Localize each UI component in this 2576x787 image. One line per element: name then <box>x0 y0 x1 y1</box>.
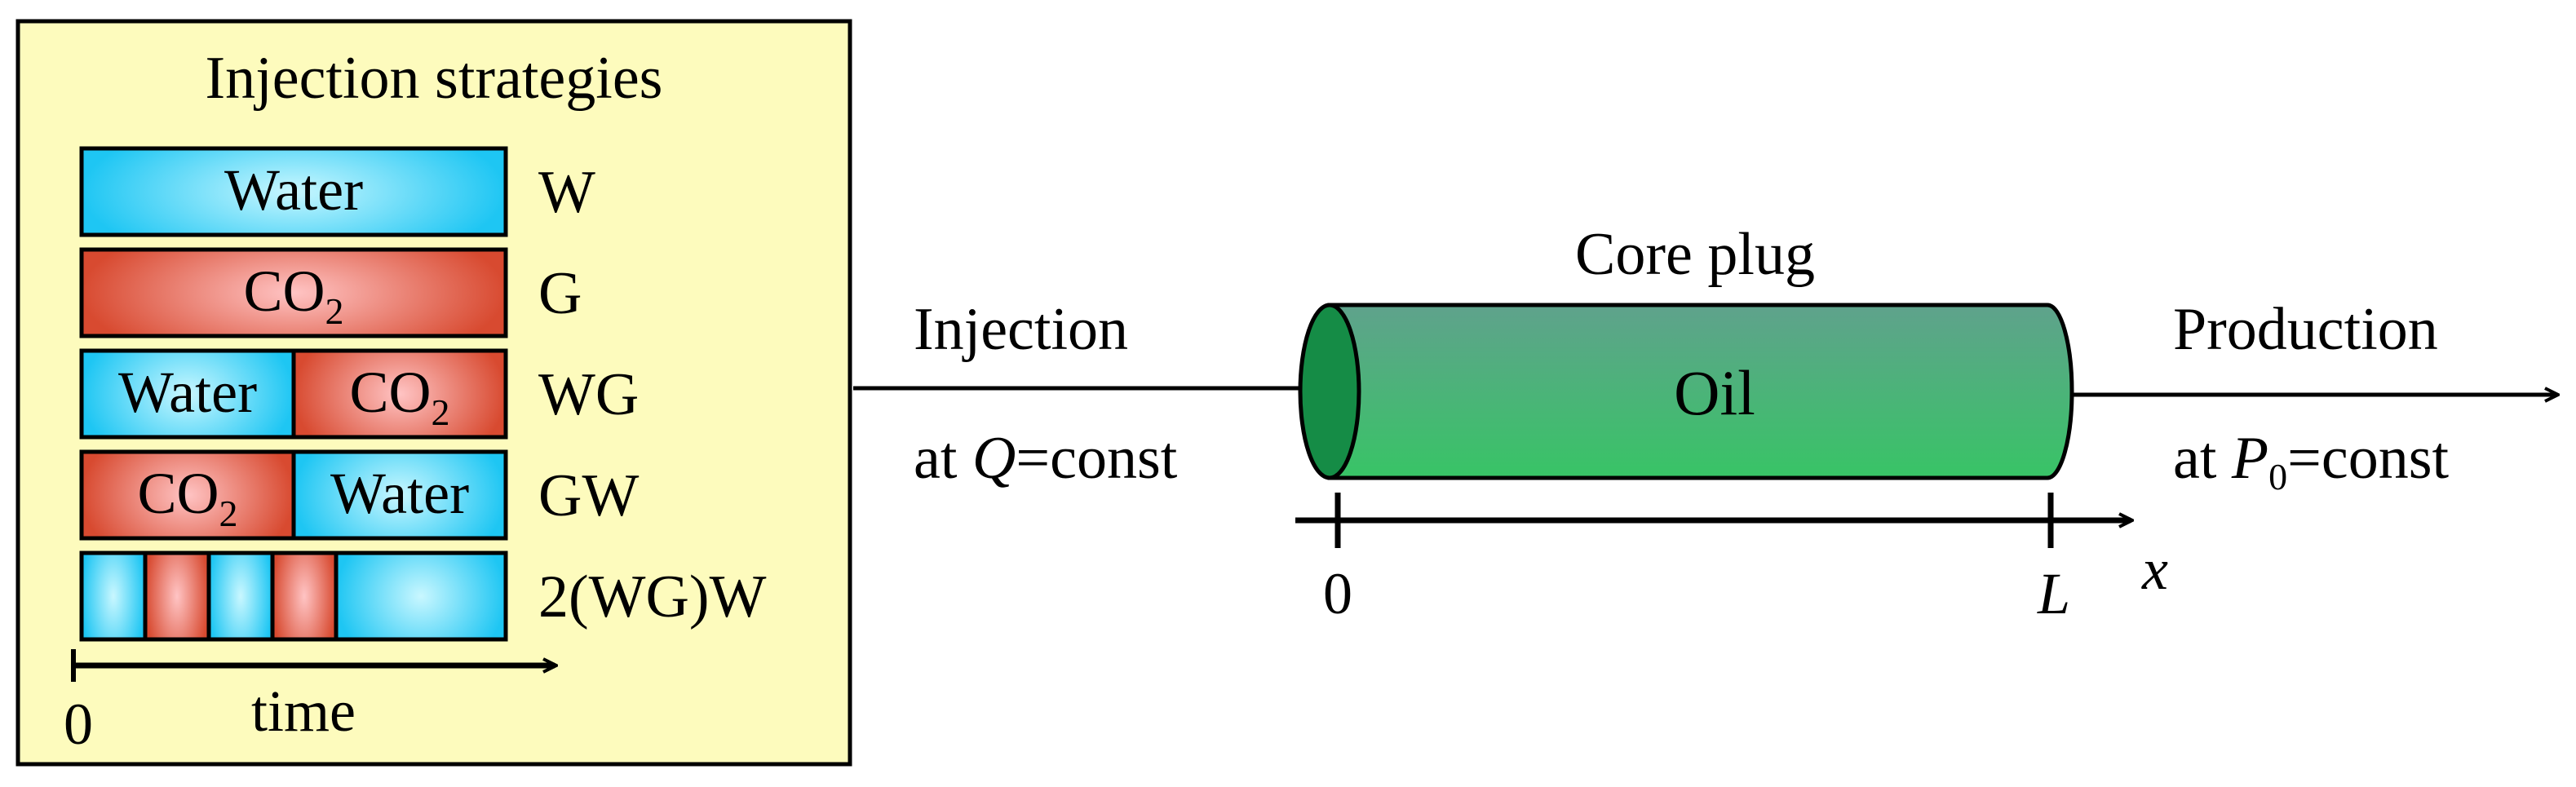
production-label: Production <box>2173 296 2438 363</box>
segment-label: Water <box>118 360 257 425</box>
water-slug-segment <box>291 449 508 541</box>
strategy-label: G <box>538 260 582 327</box>
strategy-row-2wgw: 2(WG)W <box>79 550 767 642</box>
water-slug-segment <box>79 550 148 642</box>
co2-slug-segment <box>291 348 508 440</box>
strategy-label: WG <box>538 361 639 428</box>
co2-slug-segment <box>143 550 211 642</box>
panel-title: Injection strategies <box>206 45 663 112</box>
strategy-row-wg: Water CO2 WG <box>79 348 639 440</box>
production-condition: at P0=const <box>2173 425 2449 497</box>
water-slug-segment <box>334 550 508 642</box>
strategy-row-gw: CO2 Water GW <box>79 449 639 541</box>
core-flood-setup: Injection at Q=const Core plug Oil Produ… <box>853 221 2556 626</box>
x-axis-label: x <box>2141 537 2168 602</box>
strategy-label: W <box>538 159 595 226</box>
segment-label: CO2 <box>349 360 449 433</box>
strategy-label: 2(WG)W <box>538 564 767 630</box>
core-content-label: Oil <box>1674 357 1755 428</box>
water-slug-segment <box>206 550 275 642</box>
segment-label: Water <box>330 461 469 526</box>
segment-label: CO2 <box>243 259 343 332</box>
co2-slug-segment <box>79 247 508 338</box>
injection-condition: at Q=const <box>914 425 1178 492</box>
segment-label: Water <box>224 157 363 223</box>
core-plug: Oil <box>1298 303 2074 480</box>
strategy-label: GW <box>538 462 639 529</box>
strategy-row-w: Water W <box>79 146 595 237</box>
segment-label: CO2 <box>137 461 237 534</box>
time-axis: 0 time <box>64 649 555 757</box>
core-plug-label: Core plug <box>1575 221 1815 288</box>
x-axis-origin-label: 0 <box>1323 561 1352 626</box>
co2-slug-segment <box>270 550 339 642</box>
water-slug-segment <box>79 146 508 237</box>
core-plug-inlet-face <box>1298 303 1361 480</box>
time-axis-label: time <box>251 679 356 744</box>
strategy-row-g: CO2 G <box>79 247 582 338</box>
injection-label: Injection <box>914 296 1128 363</box>
x-axis-end-label: L <box>2037 561 2070 626</box>
core-plug-body <box>1327 303 2074 480</box>
time-axis-origin-label: 0 <box>64 692 93 757</box>
x-axis: 0 L x <box>1295 493 2168 626</box>
